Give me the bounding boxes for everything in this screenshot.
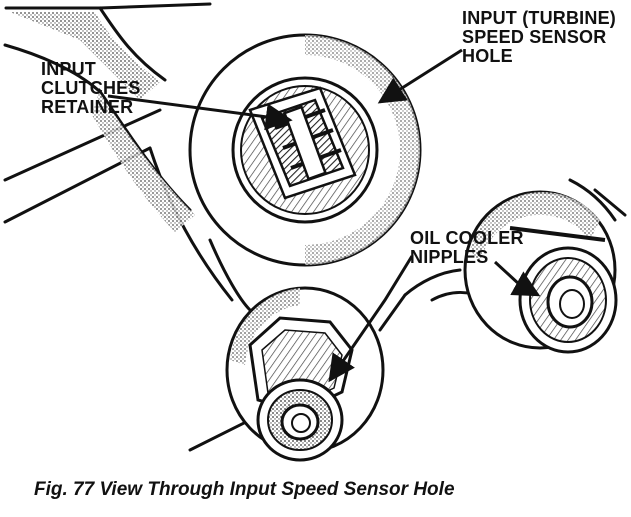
figure-caption: Fig. 77 View Through Input Speed Sensor … — [34, 479, 455, 500]
leader-input-clutches-retainer — [107, 94, 293, 131]
callout-line: INPUT (TURBINE) — [462, 8, 616, 28]
case-outline — [3, 2, 627, 452]
leader-speed-sensor-hole — [377, 48, 463, 104]
callout-speed-sensor-hole: INPUT (TURBINE) SPEED SENSOR HOLE — [462, 9, 616, 66]
callout-line: NIPPLES — [410, 247, 489, 267]
callout-line: HOLE — [462, 46, 513, 66]
case-rib-shading — [10, 12, 160, 100]
callout-line: CLUTCHES — [41, 78, 141, 98]
callout-oil-cooler-nipples: OIL COOLER NIPPLES — [410, 229, 524, 267]
callout-line: OIL COOLER — [410, 228, 524, 248]
oil-cooler-nipple-right — [463, 190, 618, 354]
callout-line: SPEED SENSOR — [462, 27, 607, 47]
callout-line: INPUT — [41, 59, 96, 79]
leader-oil-cooler-nipples-left — [328, 255, 414, 383]
oil-cooler-nipple-left — [225, 286, 385, 462]
leader-oil-cooler-nipples-right — [493, 260, 541, 297]
leader-lines — [107, 48, 606, 383]
callout-line: RETAINER — [41, 97, 134, 117]
callout-input-clutches-retainer: INPUT CLUTCHES RETAINER — [41, 60, 173, 117]
case-web-shading — [92, 92, 195, 232]
